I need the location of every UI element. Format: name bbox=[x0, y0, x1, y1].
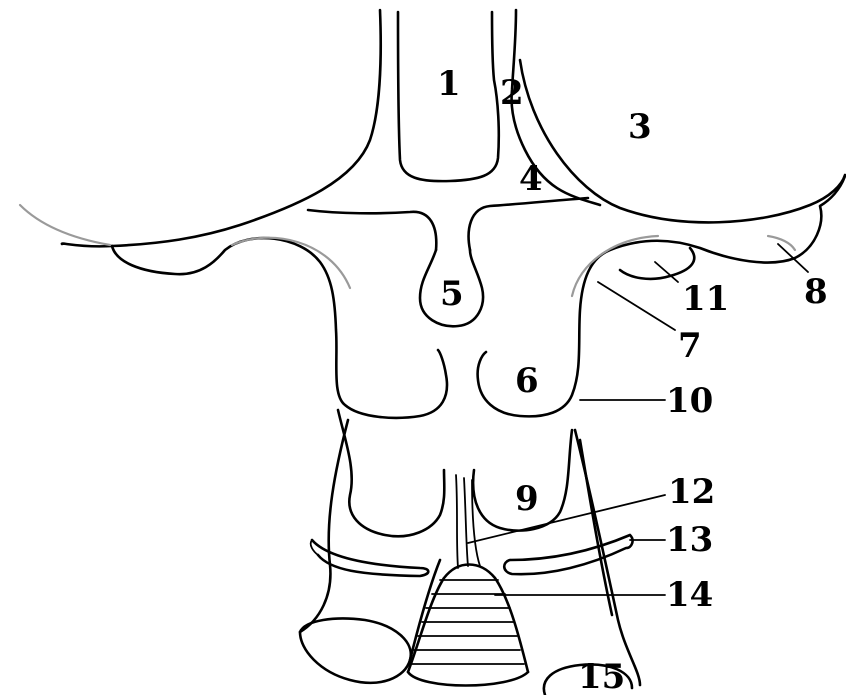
left-leg-outer bbox=[300, 420, 348, 632]
stem-12-mid bbox=[464, 478, 468, 566]
leader-lines bbox=[468, 244, 808, 595]
label-8: 8 bbox=[804, 272, 828, 312]
structure-14-hatching bbox=[410, 580, 524, 664]
left-wing-outline bbox=[112, 238, 447, 418]
label-10: 10 bbox=[666, 381, 713, 421]
label-12: 12 bbox=[668, 472, 715, 512]
inner-line-left bbox=[308, 210, 436, 250]
label-13: 13 bbox=[666, 520, 713, 560]
label-4: 4 bbox=[519, 159, 543, 199]
label-5: 5 bbox=[440, 274, 464, 314]
label-9: 9 bbox=[515, 479, 539, 519]
structure-14-base bbox=[408, 672, 528, 686]
guide-curve-left bbox=[232, 238, 350, 288]
right-leg-inner bbox=[580, 440, 612, 615]
label-6: 6 bbox=[515, 361, 539, 401]
label-15: 15 bbox=[578, 657, 625, 695]
stem-12-left bbox=[456, 475, 458, 568]
lobe-3-outline bbox=[520, 60, 845, 222]
guide-curve-far-left bbox=[20, 205, 110, 245]
label-7: 7 bbox=[678, 326, 702, 366]
label-1: 1 bbox=[437, 64, 461, 104]
label-11: 11 bbox=[682, 279, 729, 319]
tube-right bbox=[504, 535, 632, 574]
left-stalk bbox=[338, 410, 444, 536]
guide-curve-right bbox=[572, 236, 658, 296]
inner-line-right bbox=[469, 198, 588, 250]
label-14: 14 bbox=[666, 575, 713, 615]
left-cylinder bbox=[300, 619, 411, 683]
left-outer-contour bbox=[62, 10, 381, 246]
label-3: 3 bbox=[628, 107, 652, 147]
label-2: 2 bbox=[500, 73, 524, 113]
